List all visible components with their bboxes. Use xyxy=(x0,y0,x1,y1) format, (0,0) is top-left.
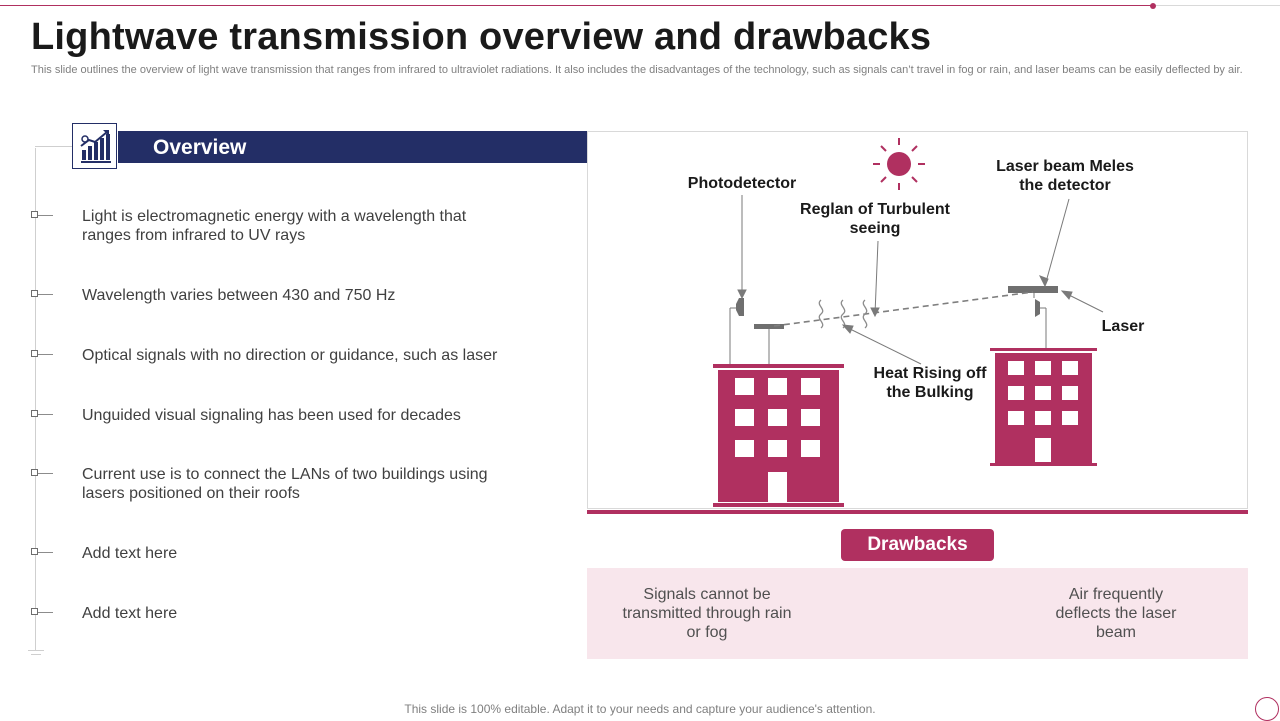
overview-header-bar xyxy=(118,131,587,163)
top-accent-line xyxy=(0,5,1153,6)
bullet-marker xyxy=(31,410,38,417)
bullet-connector xyxy=(31,354,53,355)
section-divider xyxy=(587,510,1248,514)
turbulent-label: Reglan of Turbulent seeing xyxy=(800,201,950,237)
bullet-marker xyxy=(31,469,38,476)
overview-item: Add text here xyxy=(82,605,178,622)
overview-item: Wavelength varies between 430 and 750 Hz xyxy=(82,287,396,304)
corner-decoration xyxy=(1255,697,1279,721)
drawbacks-title: Drawbacks xyxy=(841,529,994,561)
overview-item: Optical signals with no direction or gui… xyxy=(82,347,498,364)
timeline-end-mark xyxy=(31,654,41,655)
footer-note: This slide is 100% editable. Adapt it to… xyxy=(404,702,876,716)
list-item: Optical signals with no direction or gui… xyxy=(31,346,501,366)
bar-chart-growth-icon xyxy=(72,123,117,169)
overview-item: Current use is to connect the LANs of tw… xyxy=(82,466,488,502)
transmission-diagram: Photodetector Reglan of Turbulent seeing… xyxy=(587,131,1248,509)
sun-icon xyxy=(873,138,925,190)
list-item: Wavelength varies between 430 and 750 Hz xyxy=(31,286,501,306)
drawback-item: Air frequently deflects the laser beam xyxy=(1055,586,1177,641)
list-item: Current use is to connect the LANs of tw… xyxy=(31,465,501,505)
laser-beam-label: Laser beam Meles the detector xyxy=(996,158,1134,194)
bullet-connector xyxy=(31,414,53,415)
timeline-end-mark xyxy=(28,650,44,651)
bullet-marker xyxy=(31,548,38,555)
bullet-connector xyxy=(31,612,53,613)
list-item: Add text here xyxy=(31,544,501,564)
list-item: Unguided visual signaling has been used … xyxy=(31,406,501,426)
laser-label: Laser xyxy=(1101,318,1145,335)
bullet-connector xyxy=(31,294,53,295)
drawback-item: Signals cannot be transmitted through ra… xyxy=(622,586,792,641)
page-title: Lightwave transmission overview and draw… xyxy=(31,16,932,58)
building-icon xyxy=(990,348,1097,466)
drawbacks-panel xyxy=(587,568,1248,659)
list-item: Light is electromagnetic energy with a w… xyxy=(31,207,501,247)
building-icon xyxy=(713,364,844,507)
bullet-connector xyxy=(31,552,53,553)
bullet-marker xyxy=(31,290,38,297)
bullet-marker xyxy=(31,350,38,357)
timeline-line xyxy=(35,148,36,650)
overview-item: Unguided visual signaling has been used … xyxy=(82,407,461,424)
bullet-marker xyxy=(31,608,38,615)
list-item: Add text here xyxy=(31,604,501,624)
bullet-marker xyxy=(31,211,38,218)
top-accent-line-right xyxy=(1156,5,1280,6)
overview-title: Overview xyxy=(153,136,247,159)
photodetector-label: Photodetector xyxy=(687,175,797,192)
heat-label: Heat Rising off the Bulking xyxy=(873,365,987,401)
heat-waves-icon xyxy=(818,299,868,329)
diagram-graphic xyxy=(713,138,1104,507)
timeline-connector xyxy=(35,146,75,147)
top-accent-dot xyxy=(1150,3,1156,9)
bullet-connector xyxy=(31,215,53,216)
overview-item: Add text here xyxy=(82,545,178,562)
bullet-connector xyxy=(31,473,53,474)
overview-item: Light is electromagnetic energy with a w… xyxy=(82,208,467,244)
page-subtitle: This slide outlines the overview of ligh… xyxy=(31,64,1243,76)
